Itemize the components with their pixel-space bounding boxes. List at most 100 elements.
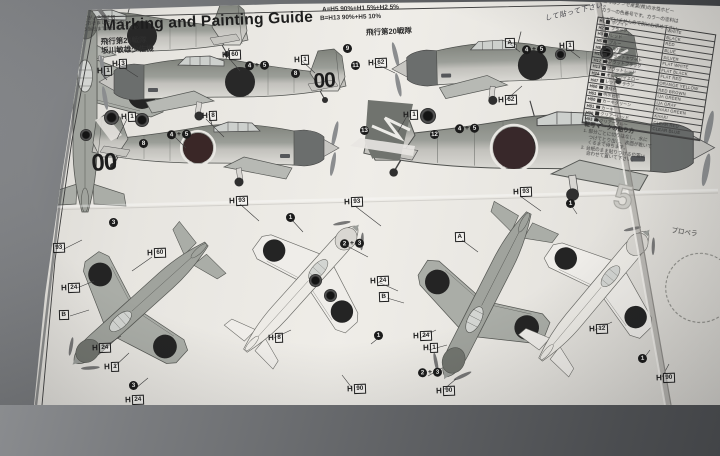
color-swatch <box>595 105 601 110</box>
color-swatch <box>602 46 607 51</box>
color-swatch <box>597 91 603 97</box>
decal-number-callout-4-plus-5: 4+5 <box>166 129 192 140</box>
decal-number-callout-12: 12 <box>429 129 440 140</box>
squadron-label-25th: 飛行第25戦隊 坂川敏雄少佐機 <box>101 35 154 55</box>
scheme-callout-A: A <box>504 37 515 48</box>
color-code: H81 <box>586 102 595 110</box>
leader-lines <box>61 42 670 391</box>
lightning-bolt-plane4 <box>371 116 411 142</box>
decal-number-callout-3: 3 <box>108 217 119 228</box>
color-code: H24 <box>591 70 600 77</box>
color-swatch <box>602 59 607 64</box>
aircraft-top-view-shaded-left <box>34 193 253 405</box>
color-swatch <box>606 19 611 24</box>
decal-number-callout-2-plus-3: 2+3 <box>417 367 443 378</box>
decal-number-callout-3: 3 <box>128 380 139 391</box>
horizontal-crease <box>41 188 719 209</box>
color-swatch <box>605 26 610 31</box>
color-code: H1 <box>599 18 606 24</box>
propeller-dashed-circle <box>660 248 720 328</box>
color-swatch <box>603 52 608 57</box>
roundel-decal-8 <box>324 289 337 302</box>
color-code: H3 <box>597 31 604 37</box>
color-swatch <box>601 65 606 70</box>
decal-number-callout-4-plus-5: 4+5 <box>521 44 547 55</box>
color-code: H13 <box>592 63 601 70</box>
fold-line <box>599 1 672 405</box>
color-swatch <box>604 32 609 38</box>
color-code: H90 <box>585 109 594 116</box>
horizontal-crease-shadow <box>41 192 719 211</box>
instruction-sheet-paper: 00 00 Marking and Painting Guide A=H5 90… <box>34 1 720 405</box>
color-code: H2 <box>598 24 605 31</box>
decal-number-callout-9: 9 <box>342 43 353 54</box>
scheme-callout-B: B <box>378 291 389 302</box>
roundel-decal-7 <box>309 274 322 287</box>
color-code: H80 <box>587 96 596 103</box>
color-code: H5 <box>596 37 603 44</box>
decal-number-callout-13: 13 <box>359 125 370 136</box>
photo-of-instruction-sheet: { "sheet": { "title": "Marking and Paint… <box>0 0 720 405</box>
decal-number-callout-1: 1 <box>285 212 296 223</box>
color-swatch <box>599 78 604 84</box>
decal-number-callout-8: 8 <box>138 138 149 149</box>
fold-shade <box>594 1 671 405</box>
panel-border-left <box>41 16 96 405</box>
hinomaru-ring-plane3 <box>179 129 217 167</box>
color-code: H8 <box>595 44 602 50</box>
color-code: H60 <box>589 83 598 90</box>
decal-number-callout-1: 1 <box>373 330 384 341</box>
color-code: H47 <box>590 76 599 83</box>
sheet-edge-shadow <box>34 8 92 405</box>
decal-number-callout-11: 11 <box>350 60 361 71</box>
tail-stripe-plane3 <box>95 115 122 141</box>
tail-code-plane1: 00 <box>313 69 336 93</box>
propeller-label: プロペラ <box>670 226 698 238</box>
color-swatch <box>600 72 605 77</box>
roundel-decal-1 <box>104 110 119 125</box>
color-code: H12 <box>593 57 602 64</box>
color-swatch <box>594 111 600 116</box>
color-swatch <box>598 85 603 90</box>
scheme-callout-A: A <box>454 231 465 242</box>
tail-pennant-plane2 <box>598 64 648 76</box>
roundel-decal-5 <box>555 49 566 60</box>
decal-number-callout-2-plus-3: 2+3 <box>339 238 365 249</box>
tail-code-plane3: 00 <box>91 148 118 177</box>
color-code: H11 <box>594 50 603 57</box>
hinomaru-plane4 <box>493 127 535 169</box>
scheme-callout-B: B <box>58 309 69 320</box>
roundel-decal-3 <box>135 113 149 127</box>
printed-diagram-layer: 00 00 <box>34 1 719 405</box>
lightning-bolt-plane2 <box>606 46 629 61</box>
decal-number-callout-8: 8 <box>290 68 301 79</box>
step-number-watermark: 5 <box>610 176 638 218</box>
fold-highlight <box>593 1 666 405</box>
panel-border-top <box>94 4 591 18</box>
aircraft-top-view-outline-middle <box>197 181 407 394</box>
roundel-decal-4 <box>420 108 436 124</box>
roundel-decal-2 <box>80 129 92 141</box>
